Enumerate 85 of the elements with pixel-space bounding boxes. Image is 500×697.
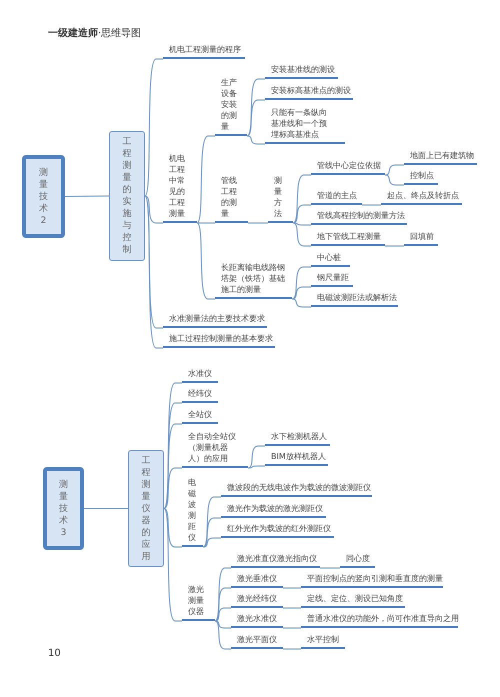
topic-label: 测量方法 (268, 172, 293, 223)
topic-label: 地下管线工程测量 (311, 231, 385, 246)
branch-line (292, 204, 312, 224)
topic-label: 中心桩 (311, 252, 350, 267)
branch-line (202, 538, 222, 548)
topic-label: 激光经纬仪 (231, 593, 283, 608)
topic-label: 电磁波测距法或解析法 (311, 292, 398, 307)
topic-label: 长距离输电线路钢塔架（铁塔）基础施工的测量 (215, 260, 292, 299)
branch-line (196, 222, 216, 224)
topic-label: 定线、定位、测设已知角度 (301, 593, 405, 608)
topic-label: 只能有一条纵向基准线和一个预埋标高基准点 (265, 104, 345, 144)
branch-line (246, 136, 266, 144)
topic-label: 水准测量法的主要技术要求 (163, 313, 267, 328)
branch-line (248, 466, 266, 468)
topic-label: 水准仪 (182, 368, 218, 383)
topic-label: 普通水准仪的功能外，尚可作准直导向之用 (301, 613, 458, 628)
topic-label: 激光水准仪 (231, 613, 283, 628)
topic-label: 微波段的无线电波作为载波的微波测距仪 (221, 482, 372, 497)
topic-label: 水下检测机器人 (265, 431, 330, 446)
topic-label: 管线中心定位依据 (311, 160, 385, 175)
branch-line (164, 468, 182, 509)
branch-line (214, 608, 232, 622)
branch-line (362, 204, 382, 206)
topic-label: 激光作为载波的激光测距仪 (221, 503, 326, 518)
branch-line (64, 196, 110, 197)
branch-line (248, 222, 268, 224)
branch-line (292, 222, 312, 246)
branch-line (202, 518, 222, 548)
topic-label: 回填前 (404, 231, 438, 246)
branch-line (292, 298, 312, 308)
topic-label: 起点、终点及转折点 (381, 190, 462, 205)
topic-box: 工程测量的实施与控制 (109, 131, 145, 261)
branch-line (384, 164, 404, 176)
branch-line (164, 508, 182, 548)
topic-label: 水平控制 (301, 634, 345, 649)
topic-label: BIM放样机器人 (265, 451, 328, 466)
topic-label: 安装基准线的测设 (265, 64, 338, 79)
branch-line (84, 508, 128, 509)
topic-label: 控制点 (404, 170, 438, 185)
branch-line (164, 424, 182, 509)
topic-label: 管线高程控制的测量方法 (311, 210, 407, 225)
topic-label: 激光准直仪激光指向仪 (231, 553, 320, 568)
branch-line (292, 266, 312, 300)
topic-label: 激光测量仪器 (182, 582, 215, 621)
branch-line (214, 568, 232, 622)
topic-box: 测量技术2 (22, 155, 65, 238)
topic-label: 钢尺量距 (311, 272, 353, 287)
topic-label: 管道的主点 (311, 190, 362, 205)
branch-line (144, 196, 164, 224)
branch-line (214, 620, 232, 628)
branch-line (164, 382, 182, 509)
page-number: 10 (48, 648, 61, 659)
topic-label: 全自动全站仪（测量机器人）的应用 (182, 428, 248, 468)
topic-label: 安装标高基准点的测设 (265, 85, 353, 100)
topic-label: 经纬仪 (182, 388, 218, 403)
branch-line (248, 446, 266, 468)
branch-line (202, 496, 222, 548)
topic-box: 工程测量仪器的应用 (128, 450, 164, 567)
topic-label: 同心度 (340, 553, 375, 568)
topic-box: 测量技术3 (43, 467, 84, 550)
branch-line (246, 100, 266, 136)
branch-line (292, 286, 312, 300)
branch-line (282, 648, 302, 650)
branch-line (196, 136, 216, 224)
topic-label: 管线工程的测量 (215, 170, 248, 223)
topic-label: 全站仪 (182, 409, 218, 424)
topic-label: 激光垂准仪 (231, 573, 283, 588)
topic-label: 机电工程测量的程序 (163, 44, 245, 59)
branch-line (196, 222, 216, 300)
topic-label: 电磁波测距仪 (182, 470, 203, 547)
branch-line (292, 222, 312, 226)
topic-label: 生产设备安装的测量 (215, 74, 247, 136)
branch-line (144, 58, 164, 196)
branch-line (384, 174, 404, 186)
topic-label: 地面上已有建筑物 (404, 150, 477, 165)
topic-label: 机电工程中常见的工程测量 (163, 148, 197, 223)
branch-line (246, 78, 266, 136)
topic-label: 激光平面仪 (231, 634, 283, 649)
topic-label: 施工过程控制测量的基本要求 (163, 333, 275, 348)
topic-label: 平面控制点的竖向引测和垂直度的测量 (301, 573, 443, 588)
branch-line (214, 620, 232, 650)
branch-line (214, 588, 232, 622)
topic-label: 红外光作为载波的红外测距仪 (221, 523, 334, 538)
page-title: 一级建造师·思维导图 (48, 26, 142, 40)
branch-line (292, 174, 312, 224)
